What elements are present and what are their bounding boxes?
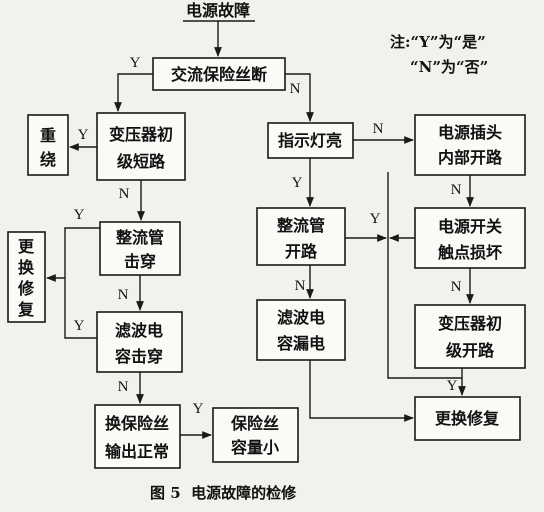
node-indicator-on: 指示灯亮 bbox=[267, 122, 354, 159]
node-text: 触点损坏 bbox=[437, 243, 502, 262]
node-plug-internal-open: 电源插头 内部开路 bbox=[414, 114, 526, 176]
node-filter-cap-breakdown: 滤波电 容击穿 bbox=[96, 311, 183, 373]
node-text: 保险丝 bbox=[230, 414, 279, 433]
label-yes: Y bbox=[447, 378, 458, 394]
label-yes: Y bbox=[78, 127, 89, 143]
node-text: 换 bbox=[18, 258, 35, 277]
node-replace-repair-left: 更 换 修 复 bbox=[7, 231, 46, 323]
node-text: 整流管 bbox=[276, 216, 325, 235]
diagram-title: 电源故障 bbox=[186, 1, 250, 20]
node-text: 变压器初 bbox=[438, 314, 502, 333]
label-no: N bbox=[290, 81, 301, 97]
label-no: N bbox=[119, 186, 130, 202]
node-text: 输出正常 bbox=[105, 442, 169, 461]
node-rectifier-open: 整流管 开路 bbox=[256, 207, 346, 266]
node-filter-cap-leak: 滤波电 容漏电 bbox=[256, 299, 346, 361]
node-text: 开路 bbox=[285, 242, 318, 261]
label-yes: Y bbox=[130, 55, 141, 71]
label-yes: Y bbox=[193, 401, 204, 417]
label-yes: Y bbox=[74, 318, 85, 334]
connector-right-yes-bus bbox=[387, 172, 462, 379]
node-transformer-primary-short: 变压器初 级短路 bbox=[96, 112, 186, 181]
node-text: 复 bbox=[17, 300, 35, 319]
note-line-no: “N”为“否” bbox=[410, 58, 488, 76]
node-transformer-primary-open: 变压器初 级开路 bbox=[414, 304, 526, 369]
node-text: 级短路 bbox=[117, 152, 166, 171]
connector-ac-fuse-no bbox=[285, 73, 314, 122]
node-text: 滤波电 bbox=[115, 321, 163, 340]
node-replace-fuse-output-normal: 换保险丝 输出正常 bbox=[94, 404, 181, 469]
label-no: N bbox=[451, 279, 462, 295]
node-text: 交流保险丝断 bbox=[171, 65, 267, 84]
label-no: N bbox=[295, 278, 306, 294]
node-text: 容漏电 bbox=[276, 334, 325, 353]
node-text: 击穿 bbox=[124, 252, 156, 271]
node-text: 换保险丝 bbox=[105, 414, 169, 433]
note-line-yes: 注:“Y”为“是” bbox=[390, 33, 486, 51]
node-text: 内部开路 bbox=[438, 148, 503, 167]
connector-filter-leak-to-replace bbox=[309, 360, 414, 422]
node-text: 变压器初 bbox=[109, 125, 173, 144]
node-text: 修 bbox=[17, 279, 35, 298]
figure-caption: 图 5 电源故障的检修 bbox=[150, 484, 297, 502]
label-yes: Y bbox=[370, 211, 381, 227]
node-switch-contact-damaged: 电源开关 触点损坏 bbox=[414, 207, 526, 269]
label-no: N bbox=[373, 121, 384, 137]
label-yes: Y bbox=[292, 175, 303, 191]
node-replace-repair-right: 更换修复 bbox=[414, 396, 521, 441]
connector-ac-fuse-yes bbox=[114, 73, 153, 112]
node-text: 电源插头 bbox=[438, 123, 502, 142]
node-text: 级开路 bbox=[446, 341, 495, 360]
node-text: 容击穿 bbox=[114, 347, 163, 366]
label-no: N bbox=[451, 182, 462, 198]
node-rewind: 重 绕 bbox=[27, 114, 69, 176]
node-text: 更 bbox=[18, 237, 35, 256]
node-fuse-capacity-small: 保险丝 容量小 bbox=[212, 407, 299, 463]
node-text: 容量小 bbox=[230, 438, 279, 457]
node-text: 指示灯亮 bbox=[278, 131, 342, 150]
node-text: 重 bbox=[40, 126, 56, 145]
label-no: N bbox=[118, 379, 129, 395]
node-ac-fuse-blown: 交流保险丝断 bbox=[152, 57, 286, 91]
node-text: 整流管 bbox=[115, 228, 164, 247]
label-no: N bbox=[118, 287, 129, 303]
node-rectifier-breakdown: 整流管 击穿 bbox=[99, 221, 181, 276]
node-text: 电源开关 bbox=[438, 217, 502, 236]
node-text: 更换修复 bbox=[435, 409, 500, 428]
node-text: 绕 bbox=[40, 150, 56, 169]
label-yes: Y bbox=[74, 207, 85, 223]
node-text: 滤波电 bbox=[277, 308, 325, 327]
connector-left-yes-bus bbox=[64, 227, 100, 339]
